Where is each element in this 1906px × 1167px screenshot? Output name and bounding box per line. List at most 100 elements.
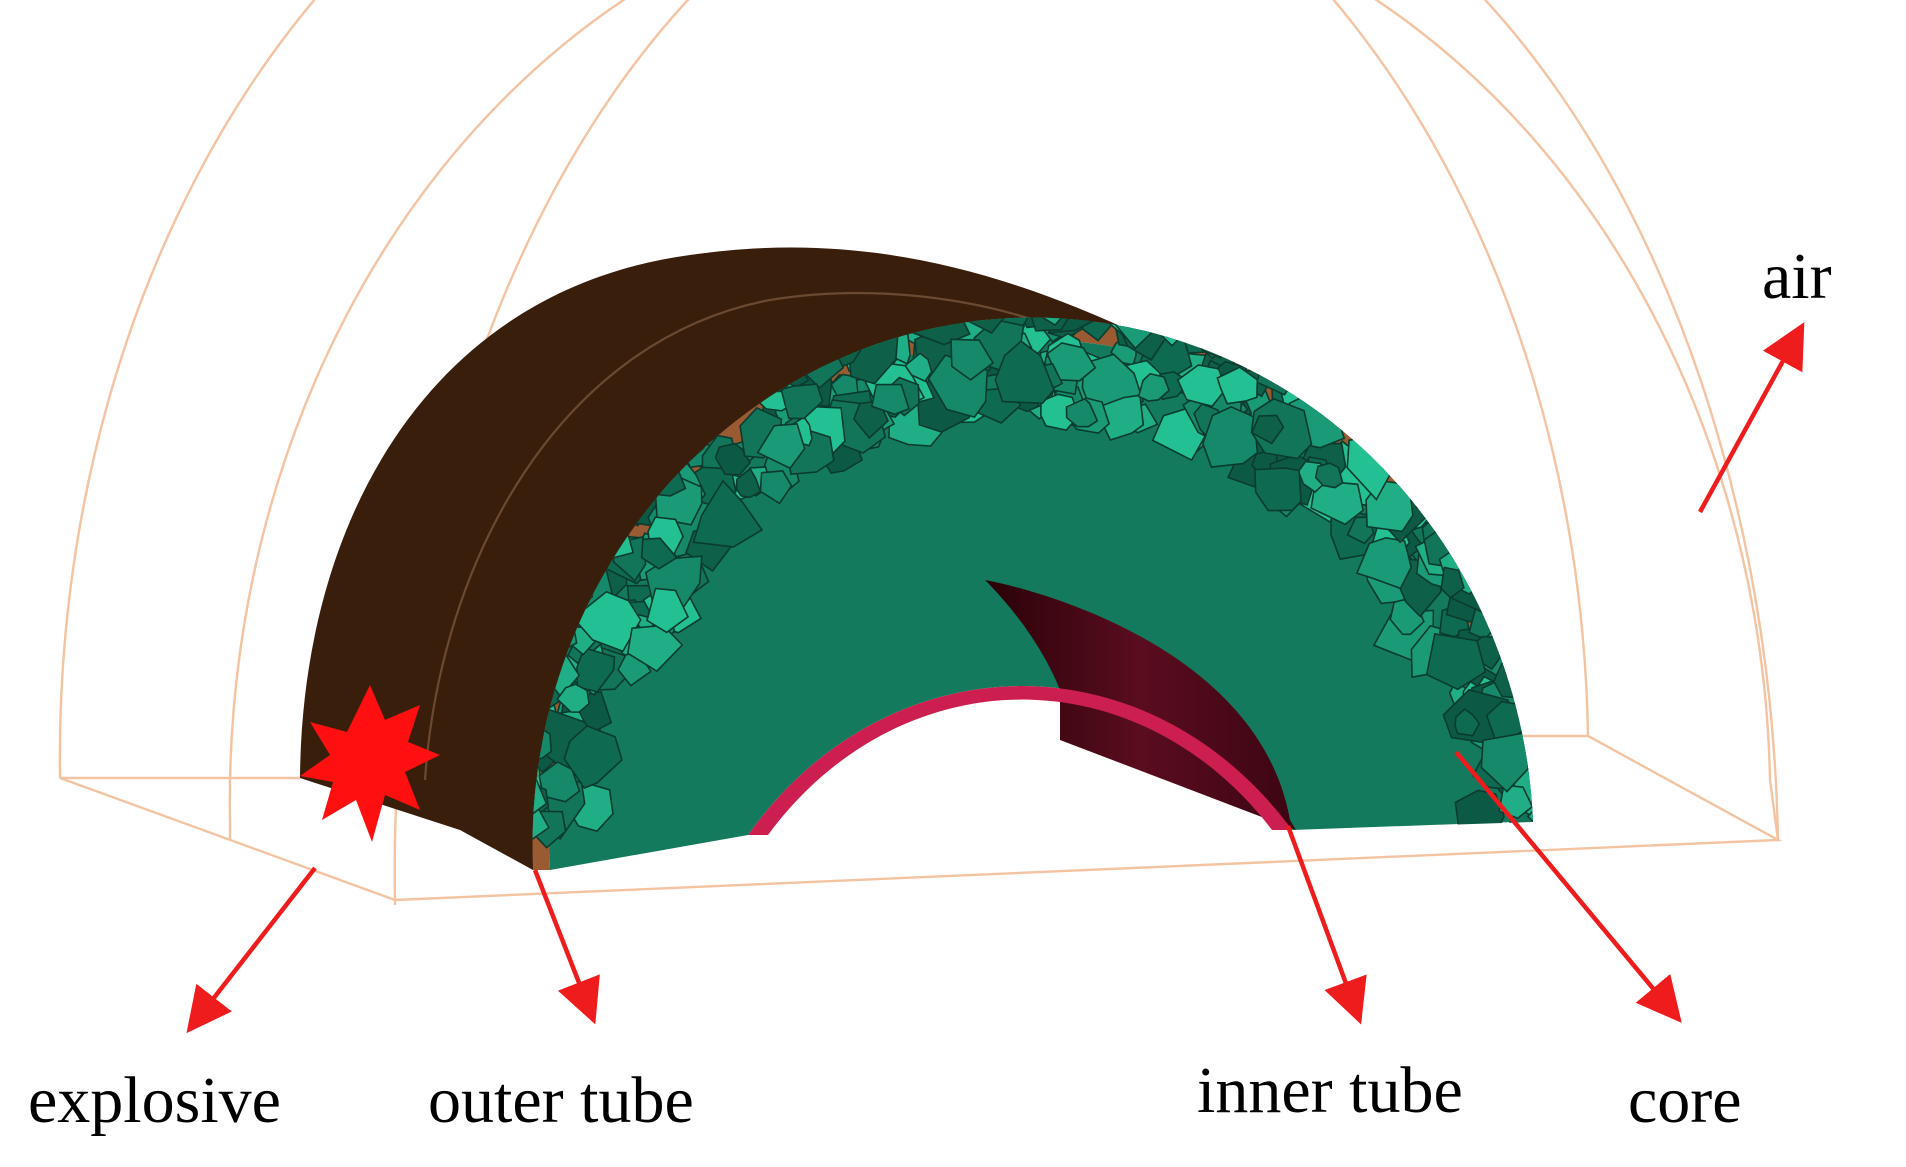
core-cell (646, 587, 690, 634)
core-cell (1545, 640, 1612, 706)
core-cell (1523, 661, 1533, 700)
core-cell (1351, 341, 1384, 375)
core-cell (1542, 717, 1600, 780)
core-cell (1546, 612, 1580, 638)
core-cell (1425, 632, 1487, 691)
core-cell (1243, 317, 1271, 330)
core-cell (1440, 566, 1465, 599)
core-cell (1482, 521, 1531, 563)
core-cell (1587, 699, 1634, 745)
core-cell (1207, 317, 1248, 355)
core-cell (1522, 701, 1533, 746)
core-cell (1405, 411, 1458, 461)
core-cell (735, 467, 762, 499)
core-cell (1485, 577, 1533, 628)
core-cell (1463, 455, 1505, 490)
label-inner-tube: inner tube (1197, 1054, 1463, 1127)
core-cell (1062, 258, 1123, 310)
core-cell (1546, 761, 1607, 813)
core-cell (1460, 534, 1500, 583)
core-cell (1139, 317, 1197, 325)
core-cell (1144, 262, 1203, 308)
core-cell (1553, 785, 1606, 845)
core-cell (904, 352, 933, 383)
core-cell (1202, 406, 1259, 468)
core-cell (950, 338, 995, 381)
core-cell (1601, 792, 1645, 829)
core-cell (1597, 598, 1649, 650)
core-cell (1179, 317, 1206, 334)
arrow-core (1454, 750, 1682, 1023)
core-cell (1319, 337, 1349, 379)
core-cell (1250, 414, 1285, 445)
core-cell (1589, 679, 1660, 744)
core-cell (692, 479, 764, 548)
core-cell (1616, 756, 1644, 790)
core-cell (1595, 798, 1628, 833)
core-cell (1496, 540, 1532, 580)
core-cell (1618, 670, 1653, 698)
core-cell (1253, 467, 1302, 512)
core-cell (1575, 690, 1616, 734)
core-cell (1431, 451, 1474, 498)
explosive-burst (300, 685, 440, 842)
core-cell (1137, 372, 1170, 402)
core-cell (1046, 342, 1097, 382)
outer-tube (300, 247, 1533, 871)
core-cell (1147, 274, 1175, 300)
core-cell (1370, 380, 1412, 423)
core-cell (1575, 686, 1605, 710)
core-cell (1338, 373, 1380, 407)
core-cell (1506, 581, 1533, 623)
core-cell (1617, 729, 1643, 754)
core-cell (1183, 317, 1235, 331)
core-cell (640, 537, 678, 570)
core-cell (1149, 317, 1196, 337)
core-cell (1335, 353, 1383, 412)
core-cell (556, 683, 590, 714)
core-cell (1026, 317, 1072, 327)
core-cell (1307, 347, 1334, 383)
core-cell (1611, 614, 1640, 647)
air-arc-middle (228, 0, 1772, 824)
core-cell (1314, 358, 1373, 408)
core-cell (1363, 386, 1396, 421)
core-cell (1412, 458, 1446, 495)
core-cell (1567, 648, 1613, 688)
core-cell (1526, 630, 1533, 678)
core-cell (1310, 325, 1368, 377)
core-cell (1319, 366, 1364, 405)
core-cell (1543, 712, 1569, 738)
core-cell (1314, 462, 1344, 489)
core-cell (1440, 445, 1493, 497)
core-cell (1423, 448, 1479, 505)
core-cell (1454, 707, 1481, 737)
arrow-inner-tube (1285, 825, 1367, 1025)
core-cell (1534, 652, 1564, 676)
core-cell (1526, 778, 1533, 835)
core-cell (1175, 317, 1221, 324)
arrow-explosive (186, 866, 317, 1034)
core-cell (1599, 792, 1647, 827)
core-cell (1065, 397, 1099, 428)
core-cell (1496, 580, 1533, 616)
core-cell (1208, 317, 1259, 354)
core-cell (1538, 562, 1562, 588)
core-cell (1580, 560, 1642, 607)
core-cell (1383, 426, 1431, 478)
core-cell (1169, 317, 1216, 335)
core-cell (1176, 364, 1227, 408)
core-cell (1341, 366, 1384, 401)
core-cell (1495, 503, 1533, 564)
core-cell (1528, 736, 1533, 763)
arrow-air (1698, 322, 1805, 514)
air-arc-front (58, 0, 1590, 779)
inner-tube (748, 580, 1296, 835)
label-explosive: explosive (28, 1064, 281, 1137)
core-cell (1430, 471, 1484, 522)
label-air: air (1762, 240, 1832, 313)
core-cell (1413, 453, 1458, 507)
core-cell (1534, 514, 1570, 553)
core-cell (1109, 270, 1136, 296)
